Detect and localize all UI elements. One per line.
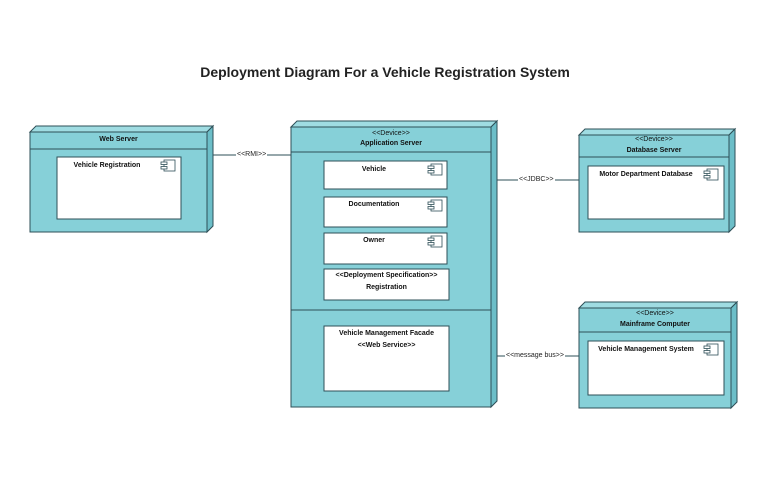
owner-component[interactable] (323, 232, 448, 265)
owner-label: Owner (363, 237, 385, 244)
documentation-label: Documentation (348, 201, 400, 208)
registration-stereotype: <<Deployment Specification>> (335, 272, 438, 279)
component-icon (703, 168, 719, 181)
vehicle-registration-component[interactable] (56, 156, 182, 220)
web-service-stereotype: <<Web Service>> (357, 342, 416, 349)
application-server-label: Application Server (360, 140, 422, 147)
rmi-label: <<RMI>> (236, 151, 268, 158)
component-icon (160, 159, 176, 172)
mainframe-computer-stereotype: <<Device>> (636, 310, 674, 317)
vehicle-label: Vehicle (361, 166, 387, 173)
component-icon (427, 163, 443, 176)
mainframe-computer-label: Mainframe Computer (619, 321, 690, 328)
jdbc-label: <<JDBC>> (518, 176, 555, 183)
vehicle-registration-label: Vehicle Registration (73, 162, 141, 169)
registration-deployment-spec[interactable] (323, 268, 450, 301)
diagram-title: Deployment Diagram For a Vehicle Registr… (200, 64, 570, 80)
component-icon (703, 343, 719, 356)
database-server-stereotype: <<Device>> (635, 136, 673, 143)
vehicle-component[interactable] (323, 160, 448, 190)
vehicle-management-system-label: Vehicle Management System (598, 346, 694, 353)
motor-department-database-label: Motor Department Database (599, 171, 693, 178)
message-bus-label: <<message bus>> (505, 352, 565, 359)
vehicle-management-system-component[interactable] (587, 340, 725, 396)
application-server-stereotype: <<Device>> (372, 130, 410, 137)
component-icon (427, 199, 443, 212)
documentation-component[interactable] (323, 196, 448, 228)
motor-department-database-component[interactable] (587, 165, 725, 220)
database-server-label: Database Server (626, 147, 682, 154)
web-server-label: Web Server (99, 136, 138, 143)
vehicle-management-facade-label: Vehicle Management Facade (339, 330, 434, 337)
component-icon (427, 235, 443, 248)
vehicle-management-facade-component[interactable] (323, 325, 450, 392)
registration-label: Registration (366, 284, 407, 291)
